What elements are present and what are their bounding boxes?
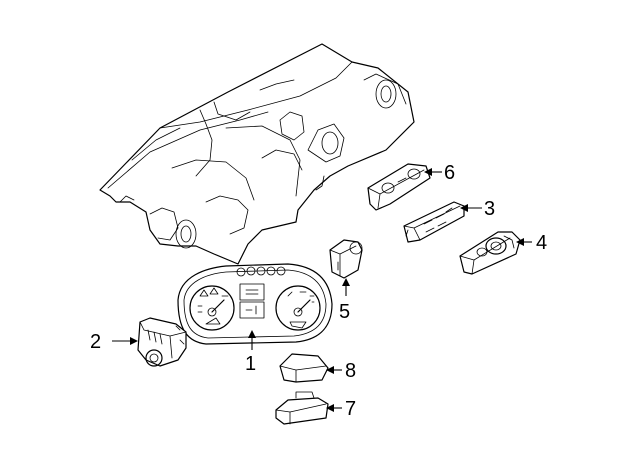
callout-5: 5 <box>339 301 350 323</box>
callout-2: 2 <box>90 331 101 353</box>
headlamp-switch <box>137 317 187 367</box>
leader-lines <box>112 168 532 412</box>
arrow-4 <box>516 238 524 246</box>
sensor-module <box>329 239 363 279</box>
control-panel <box>367 163 431 211</box>
arrow-1 <box>248 330 256 338</box>
arrow-7 <box>326 404 334 412</box>
control-module-7 <box>275 391 329 425</box>
bracket-8 <box>279 353 329 383</box>
callout-7: 7 <box>345 398 356 420</box>
instrument-panel <box>99 43 415 265</box>
callout-4: 4 <box>536 232 547 254</box>
switch-panel <box>403 201 465 243</box>
callout-labels: 1 2 3 4 5 6 7 8 <box>90 162 547 420</box>
arrow-8 <box>326 366 334 374</box>
callout-6: 6 <box>444 162 455 184</box>
callout-3: 3 <box>484 198 495 220</box>
callout-8: 8 <box>345 360 356 382</box>
climate-control-switch <box>459 231 521 275</box>
arrow-6 <box>424 168 432 176</box>
arrow-2 <box>130 337 138 345</box>
arrow-3 <box>460 204 468 212</box>
instrument-cluster <box>177 263 333 345</box>
arrow-5 <box>342 278 350 286</box>
callout-1: 1 <box>245 353 256 375</box>
